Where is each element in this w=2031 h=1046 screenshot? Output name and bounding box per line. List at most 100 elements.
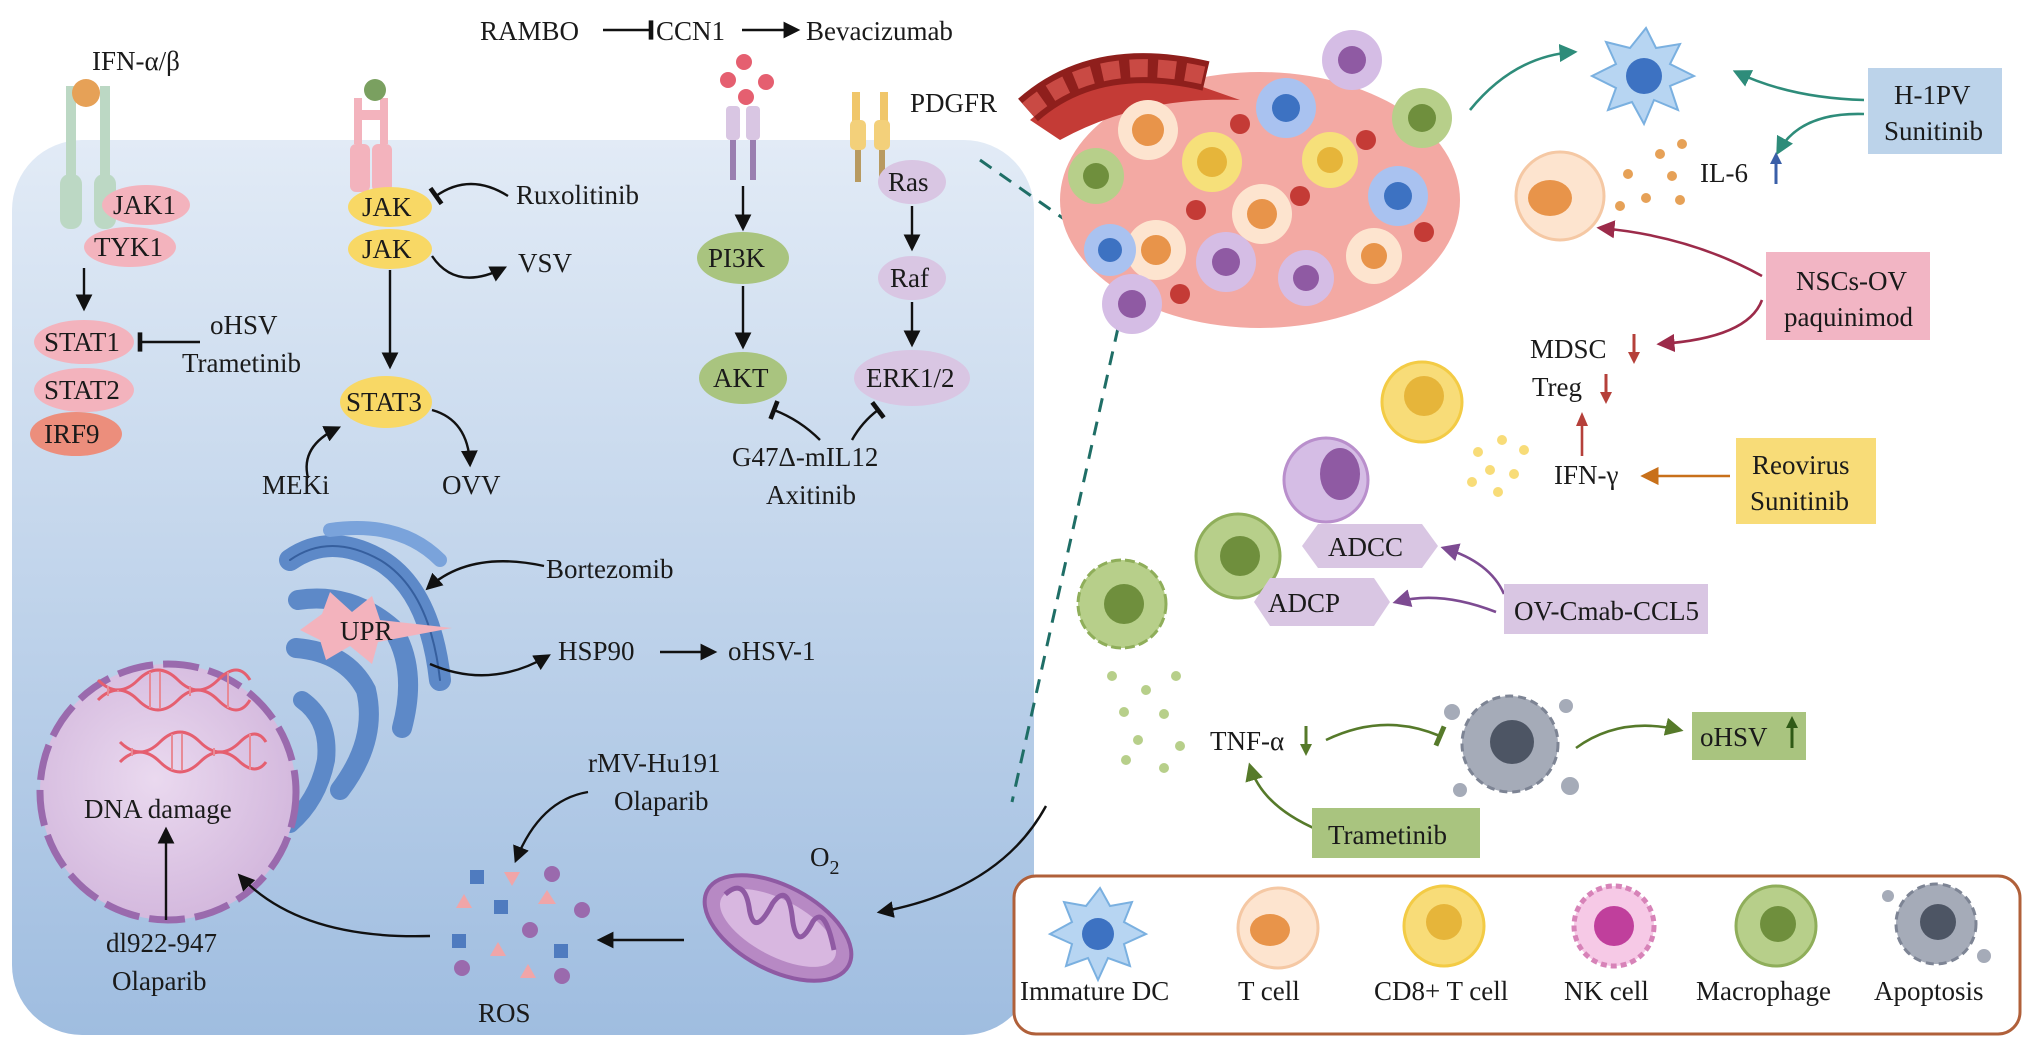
bortezomib-arrow <box>425 560 545 591</box>
legend-immature-dc-icon <box>1047 886 1149 983</box>
legend-label-5: Apoptosis <box>1874 976 1984 1006</box>
ovcmab-label: OV-Cmab-CCL5 <box>1514 596 1699 626</box>
ohsv-box <box>1692 712 1806 760</box>
ovcmab-box <box>1504 584 1708 634</box>
raf-label: Raf <box>890 263 929 293</box>
trametinib-label: Trametinib <box>1328 820 1447 850</box>
jak-node-a <box>348 187 432 227</box>
reovirus-line1: Reovirus <box>1752 450 1850 480</box>
akt-inhibition <box>768 400 821 441</box>
ras-node <box>878 160 946 204</box>
ovv-label: OVV <box>442 470 501 500</box>
legend-apoptosis-icon <box>1882 882 1991 966</box>
legend-box <box>1012 874 2022 1036</box>
cd8-cell-right-icon <box>1380 360 1464 444</box>
pi3k-drug-line2: Axitinib <box>766 480 856 510</box>
dna-strand-icon <box>96 668 268 774</box>
legend-t-cell-icon <box>1236 886 1320 970</box>
tnf-dots-icon <box>1107 671 1185 773</box>
tyk1-label: TYK1 <box>94 232 163 262</box>
adcc-label: ADCC <box>1328 532 1403 562</box>
erk-inhibition <box>850 400 886 441</box>
macrophage-tnf-icon <box>1076 558 1168 650</box>
nscs-line2: paquinimod <box>1784 302 1913 332</box>
apoptosis-cell-icon <box>1444 694 1579 797</box>
legend-label-0: Immature DC <box>1020 976 1169 1006</box>
akt-label: AKT <box>713 363 769 393</box>
pdgfr-label: PDGFR <box>910 88 997 118</box>
jak-label-b: JAK <box>362 234 412 264</box>
ruxolitinib-inhibition <box>428 182 509 206</box>
h1pv-to-dc-arrow <box>1732 70 1865 102</box>
o2-label: O2 <box>810 842 840 879</box>
il6-dots-icon <box>1615 139 1687 211</box>
pdgfr-receptor-icon <box>850 92 890 182</box>
t-cell-right-icon <box>1514 150 1606 242</box>
il6-label: IL-6 <box>1700 158 1748 188</box>
jak-receptor-icon <box>350 79 392 192</box>
adcp-shape <box>1254 578 1390 626</box>
adcc-shape <box>1302 524 1438 568</box>
mdsc-down-arrow-icon <box>1628 334 1640 364</box>
meki-label: MEKi <box>262 470 330 500</box>
irf9-label: IRF9 <box>44 419 100 449</box>
stat3-node <box>340 376 432 428</box>
ovcmab-to-adcp-arrow <box>1392 589 1497 614</box>
akt-node <box>699 352 787 404</box>
tnfa-inhibits-apoptosis <box>1325 723 1447 747</box>
dashed-connector-bottom <box>1010 327 1120 803</box>
hsp90-label: HSP90 <box>558 636 635 666</box>
tumor-to-mito-arrow <box>876 805 1048 918</box>
ohsv-label: oHSV <box>1700 722 1768 752</box>
adcp-label: ADCP <box>1268 588 1340 618</box>
h1pv-to-il6-arrow <box>1776 112 1865 156</box>
jak1-label: JAK1 <box>113 190 176 220</box>
treg-label: Treg <box>1532 372 1582 402</box>
meki-arrow <box>305 426 342 479</box>
legend-cd8-t-cell-icon <box>1402 884 1486 968</box>
bevacizumab-label: Bevacizumab <box>806 16 953 46</box>
ras-label: Ras <box>888 167 929 197</box>
bortezomib-label: Bortezomib <box>546 554 673 584</box>
ros-drug-arrow <box>513 790 589 864</box>
nucleus <box>36 660 300 924</box>
ifng-label: IFN-γ <box>1554 460 1618 490</box>
ifng-to-treg-arrow <box>1576 412 1588 456</box>
legend-label-4: Macrophage <box>1696 976 1831 1006</box>
stat3-to-ovv-arrow <box>431 408 478 468</box>
mdsc-label: MDSC <box>1530 334 1607 364</box>
pi3k-receptor-icon <box>720 54 774 180</box>
upr-star <box>300 592 452 664</box>
nucleus-drug-line2: Olaparib <box>112 966 206 996</box>
tyk1-node <box>84 227 176 267</box>
ifn-ligand-label: IFN-α/β <box>92 46 180 76</box>
ifn-inhibitor-line2: Trametinib <box>182 348 301 378</box>
legend-macrophage-icon <box>1734 884 1818 968</box>
tumor-mass-icon <box>1018 30 1460 334</box>
pi3k-node <box>697 232 789 284</box>
jak-to-vsv-arrow <box>431 255 508 282</box>
h1pv-line2: Sunitinib <box>1884 116 1983 146</box>
legend-label-2: CD8+ T cell <box>1374 976 1508 1006</box>
stat1-label: STAT1 <box>44 327 120 357</box>
pi3k-drug-line1: G47Δ-mIL12 <box>732 442 878 472</box>
h1pv-line1: H-1PV <box>1894 80 1971 110</box>
raf-node <box>878 256 946 300</box>
dna-damage-label: DNA damage <box>84 794 232 824</box>
ifng-dots-icon <box>1467 435 1529 497</box>
treg-down-arrow-icon <box>1600 374 1612 404</box>
il6-up-arrow-icon <box>1770 152 1782 184</box>
mitochondrion-icon <box>702 873 854 983</box>
nscs-box <box>1766 252 1930 340</box>
ohsv1-label: oHSV-1 <box>728 636 816 666</box>
ros-label: ROS <box>478 998 531 1028</box>
stat2-node <box>34 368 134 412</box>
immature-dc-top-icon <box>1589 26 1697 127</box>
ros-particles-icon <box>452 866 590 984</box>
upr-to-hsp90-arrow <box>429 654 551 677</box>
stat2-label: STAT2 <box>44 375 120 405</box>
nscs-line1: NSCs-OV <box>1796 266 1908 296</box>
ros-to-nucleus-arrow <box>237 873 431 938</box>
